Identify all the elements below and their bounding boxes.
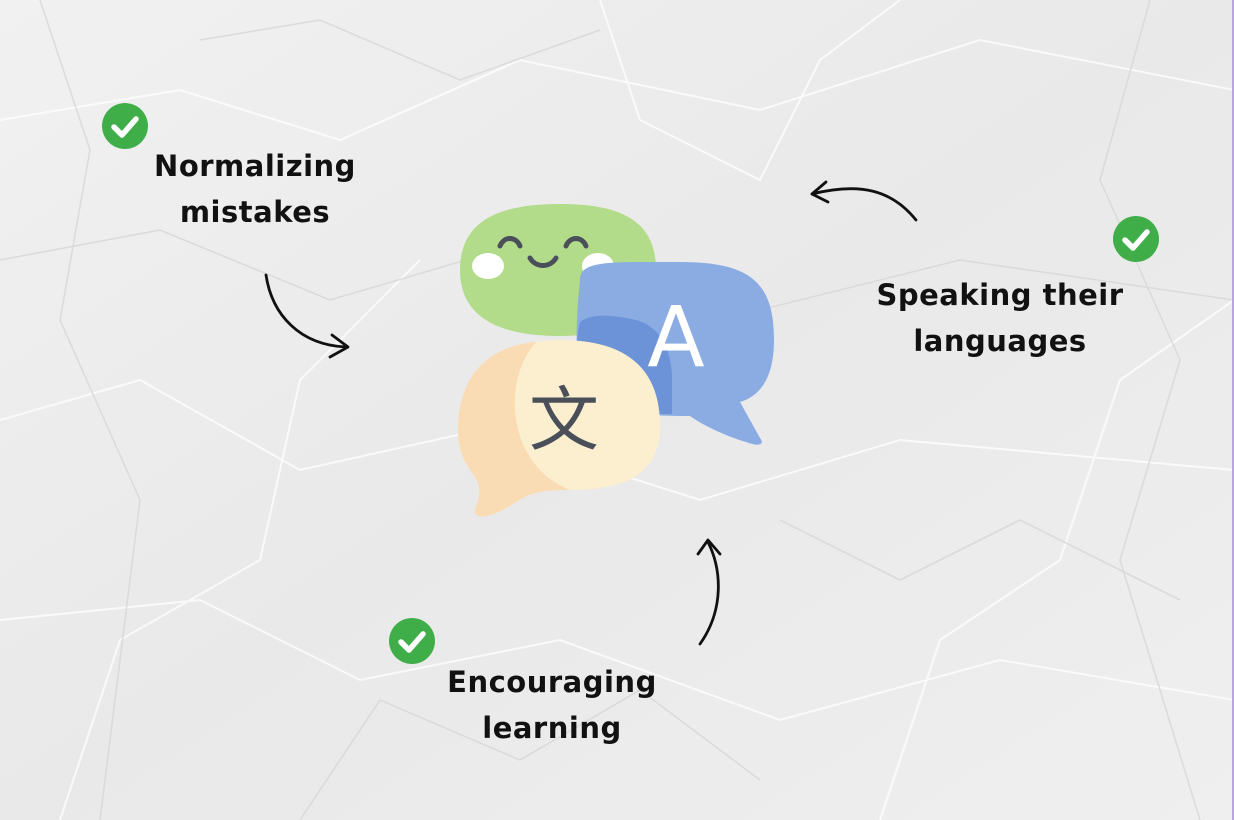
check-circle-icon — [102, 103, 148, 149]
item-line-2: mistakes — [179, 195, 331, 229]
curved-arrow-icon — [264, 273, 350, 359]
curved-arrow-icon — [696, 538, 722, 646]
page-edge — [1232, 0, 1234, 820]
item-normalizing-mistakes: Normalizing mistakes — [140, 143, 370, 235]
check-circle-icon — [1113, 216, 1159, 262]
item-line-1: Encouraging — [447, 665, 657, 699]
item-line-2: languages — [913, 324, 1087, 358]
item-speaking-their-languages: Speaking their languages — [870, 272, 1130, 364]
cream-bubble: 文 — [458, 340, 660, 517]
item-encouraging-learning: Encouraging learning — [437, 659, 667, 751]
translation-chat-icon: A 文 — [458, 204, 774, 517]
curved-arrow-icon — [810, 180, 918, 222]
check-circle-icon — [389, 618, 435, 664]
item-line-1: Speaking their — [876, 278, 1124, 312]
item-line-1: Normalizing — [154, 149, 356, 183]
item-line-2: learning — [482, 711, 622, 745]
latin-glyph: A — [647, 288, 704, 386]
cjk-glyph: 文 — [529, 379, 599, 461]
